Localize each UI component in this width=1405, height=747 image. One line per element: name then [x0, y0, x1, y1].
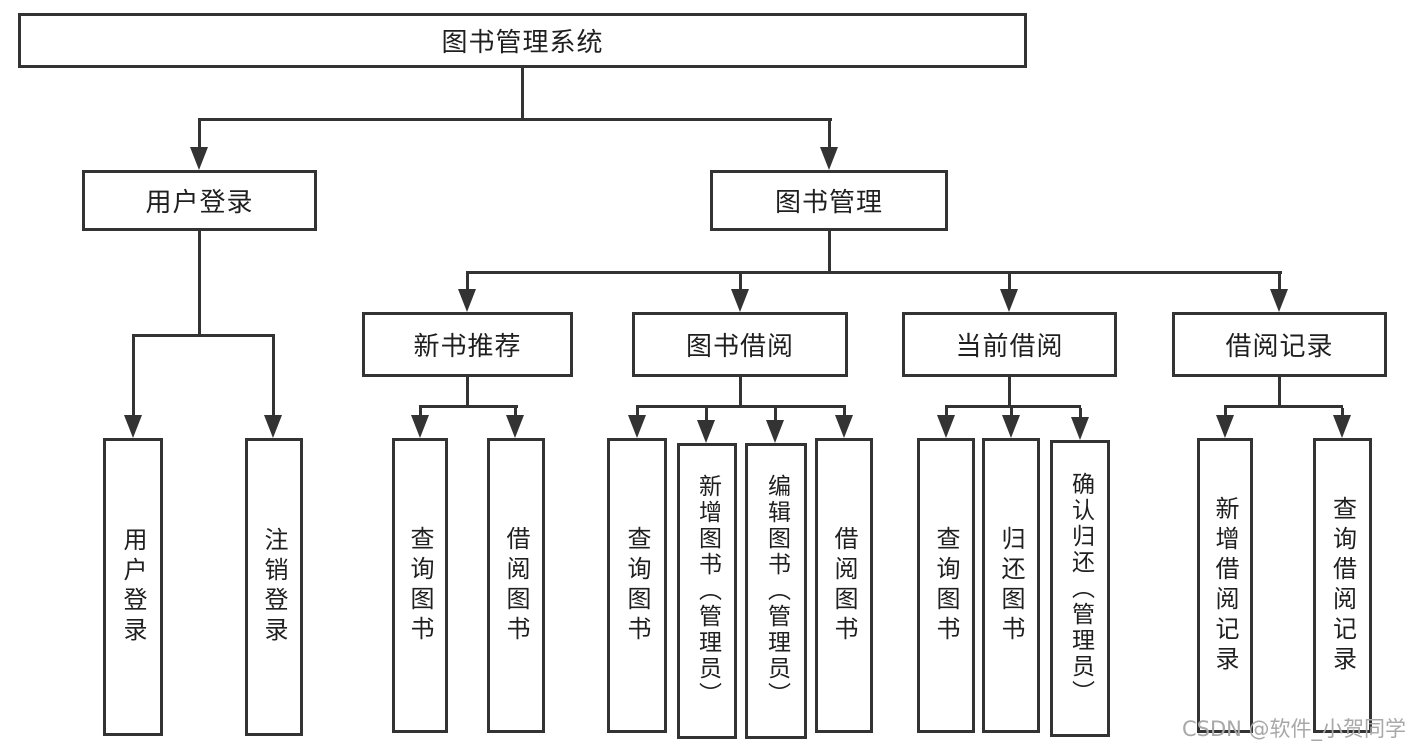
arrow-down-icon	[628, 415, 646, 438]
node-book-borrowing: 图书借阅	[632, 312, 848, 377]
connector-line	[828, 121, 831, 150]
node-system-label: 图书管理系统	[441, 28, 604, 58]
arrow-down-icon	[1071, 417, 1089, 440]
connector-line	[636, 405, 846, 408]
arrow-down-icon	[506, 415, 524, 438]
node-add-books-admin-label: 新增图书（管理员）	[694, 474, 721, 708]
arrow-down-icon	[937, 415, 955, 438]
node-confirm-return-admin-label: 确认归还（管理员）	[1067, 471, 1094, 706]
node-add-borrow-record: 新增借阅记录	[1197, 438, 1253, 733]
arrow-down-icon	[264, 415, 282, 438]
node-borrowing-records-label: 借阅记录	[1225, 332, 1334, 362]
node-edit-books-admin: 编辑图书（管理员）	[745, 443, 807, 739]
arrow-down-icon	[697, 420, 715, 443]
node-book-borrowing-label: 图书借阅	[685, 332, 794, 362]
connector-line	[1079, 408, 1082, 418]
node-return-books: 归还图书	[982, 438, 1040, 733]
node-add-borrow-record-label: 新增借阅记录	[1211, 495, 1239, 676]
connector-line	[945, 405, 1081, 408]
node-borrow-books-borrowing: 借阅图书	[815, 438, 873, 733]
watermark: CSDN @软件_小贺同学	[1182, 717, 1405, 741]
connector-line	[132, 337, 135, 416]
node-book-management-label: 图书管理	[774, 188, 883, 218]
connector-line	[1008, 274, 1011, 291]
node-query-books-current-label: 查询图书	[932, 525, 960, 646]
connector-line	[945, 408, 948, 416]
arrow-down-icon	[411, 415, 429, 438]
node-borrow-books-recommend: 借阅图书	[487, 438, 545, 733]
connector-line	[132, 334, 275, 337]
node-add-books-admin: 新增图书（管理员）	[677, 443, 737, 739]
arrow-down-icon	[1000, 289, 1018, 312]
connector-line	[419, 405, 518, 408]
arrow-down-icon	[1270, 289, 1288, 312]
connector-line	[1008, 377, 1011, 407]
node-current-borrowing: 当前借阅	[902, 312, 1117, 377]
node-query-books-borrowing: 查询图书	[607, 438, 667, 733]
connector-line	[774, 408, 777, 421]
arrow-down-icon	[458, 289, 476, 312]
connector-line	[705, 408, 708, 421]
connector-line	[466, 377, 469, 407]
node-borrow-books-recommend-label: 借阅图书	[502, 525, 530, 646]
connector-line	[1224, 405, 1343, 408]
node-user-login-leaf-label: 用户登录	[119, 527, 147, 647]
connector-line	[514, 408, 517, 416]
node-new-book-recommendation-label: 新书推荐	[413, 332, 522, 362]
node-logout-label: 注销登录	[260, 527, 288, 647]
connector-line	[198, 231, 201, 336]
connector-line	[466, 274, 469, 291]
connector-line	[1341, 408, 1344, 416]
node-logout: 注销登录	[245, 438, 303, 736]
connector-line	[419, 408, 422, 416]
connector-line	[1010, 408, 1013, 416]
arrow-down-icon	[1002, 415, 1020, 438]
arrow-down-icon	[766, 420, 784, 443]
arrow-down-icon	[1333, 415, 1351, 438]
connector-line	[1278, 377, 1281, 407]
node-edit-books-admin-label: 编辑图书（管理员）	[763, 474, 790, 708]
connector-line	[272, 337, 275, 416]
arrow-down-icon	[731, 289, 749, 312]
node-query-borrow-record-label: 查询借阅记录	[1328, 495, 1357, 676]
node-query-books-current: 查询图书	[917, 438, 975, 733]
connector-line	[636, 408, 639, 416]
connector-line	[198, 121, 201, 150]
node-book-management: 图书管理	[710, 170, 948, 231]
node-confirm-return-admin: 确认归还（管理员）	[1050, 440, 1110, 737]
node-user-login-label: 用户登录	[145, 188, 254, 218]
node-query-books-recommend: 查询图书	[392, 438, 448, 733]
node-user-login: 用户登录	[82, 170, 317, 231]
node-query-borrow-record: 查询借阅记录	[1313, 438, 1372, 733]
connector-line	[1224, 408, 1227, 416]
node-return-books-label: 归还图书	[997, 525, 1025, 646]
node-borrow-books-borrowing-label: 借阅图书	[830, 525, 858, 646]
node-borrowing-records: 借阅记录	[1172, 312, 1387, 377]
arrow-down-icon	[820, 147, 838, 170]
node-new-book-recommendation: 新书推荐	[362, 312, 573, 377]
connector-line	[843, 408, 846, 416]
connector-line	[521, 68, 524, 121]
node-user-login-leaf: 用户登录	[103, 438, 163, 736]
connector-line	[828, 231, 831, 274]
connector-line	[1278, 274, 1281, 291]
node-query-books-recommend-label: 查询图书	[406, 525, 434, 646]
node-current-borrowing-label: 当前借阅	[955, 332, 1064, 362]
connector-line	[198, 118, 832, 121]
arrow-down-icon	[835, 415, 853, 438]
arrow-down-icon	[124, 415, 142, 438]
arrow-down-icon	[1216, 415, 1234, 438]
connector-line	[739, 377, 742, 407]
arrow-down-icon	[190, 147, 208, 170]
node-system: 图书管理系统	[18, 13, 1027, 68]
connector-line	[739, 274, 742, 291]
connector-line	[466, 271, 1282, 274]
node-query-books-borrowing-label: 查询图书	[623, 525, 651, 646]
